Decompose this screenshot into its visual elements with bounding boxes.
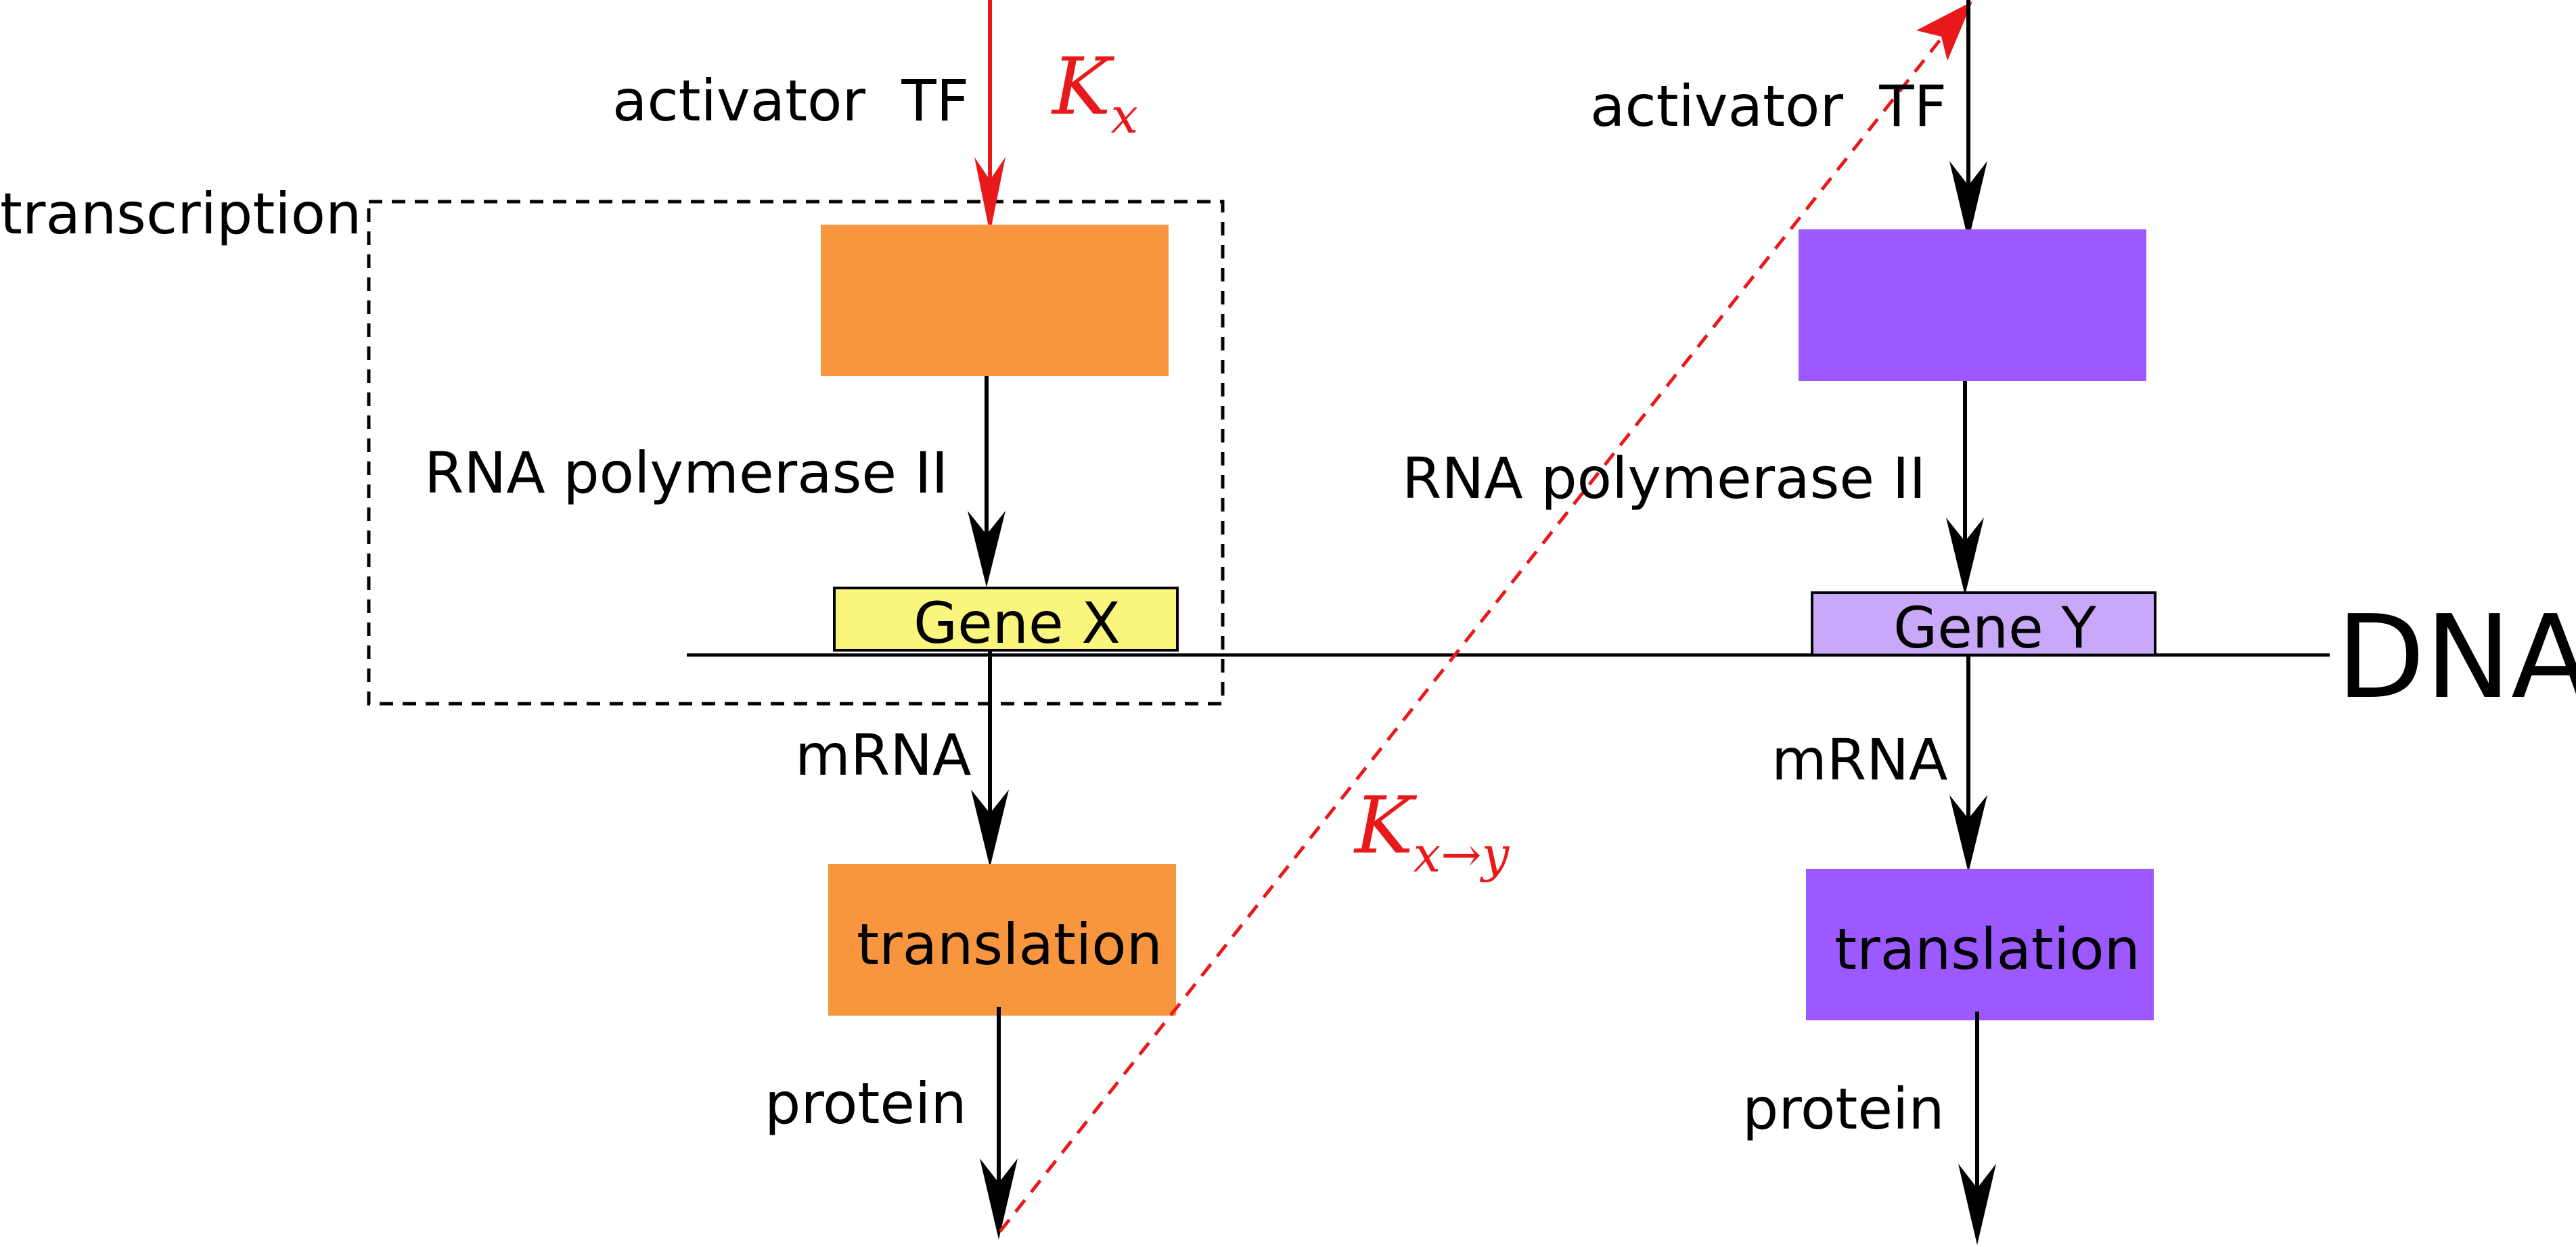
- cross-rate-sub: x→y: [1414, 826, 1510, 883]
- left-rna-polymerase-box: [821, 225, 1169, 376]
- right-rna-polymerase-box: [1799, 229, 2146, 381]
- left-polymerase-arrowhead: [968, 511, 1005, 587]
- gene-y-box: [1811, 591, 2156, 656]
- dna-label: DNA: [2336, 591, 2576, 725]
- left-protein-arrowhead: [980, 1158, 1018, 1240]
- left-protein-label: protein: [765, 1070, 967, 1137]
- transcription-label: transcription: [0, 181, 361, 247]
- cross-regulation-label: Kx→y: [1353, 780, 1510, 883]
- left-rate-label: Kx: [1051, 41, 1138, 144]
- left-translation-box: [828, 864, 1176, 1016]
- right-activator-arrowhead: [1949, 161, 1987, 241]
- right-protein-label: protein: [1742, 1076, 1945, 1142]
- right-protein-arrowhead: [1958, 1164, 1996, 1245]
- left-mrna-label: mRNA: [795, 722, 972, 788]
- cross-regulation-arrow: [999, 19, 1957, 1233]
- right-activator-label: activator TF: [1590, 73, 1947, 139]
- left-rate-sub: x: [1111, 87, 1139, 144]
- right-rna-polymerase-label: RNA polymerase II: [1402, 445, 1926, 512]
- left-translation-label: translation: [857, 911, 1162, 978]
- left-activator-arrowhead: [974, 157, 1005, 233]
- cross-rate-main: K: [1353, 780, 1418, 871]
- left-activator-label: activator TF: [612, 68, 969, 134]
- right-translation-label: translation: [1834, 916, 2140, 982]
- right-mrna-arrowhead: [1949, 795, 1987, 873]
- right-translation-box: [1806, 869, 2154, 1020]
- right-polymerase-arrowhead: [1946, 518, 1984, 595]
- gene-x-box: [833, 587, 1179, 652]
- left-rate-main: K: [1051, 41, 1115, 133]
- transcription-region: [367, 200, 1225, 706]
- right-mrna-label: mRNA: [1771, 727, 1948, 793]
- gene-y-label: Gene Y: [1893, 595, 2096, 661]
- gene-x-label: Gene X: [913, 590, 1121, 656]
- left-mrna-arrowhead: [971, 790, 1009, 867]
- cross-regulation-arrowhead: [1916, 1, 1972, 61]
- left-rna-polymerase-label: RNA polymerase II: [424, 440, 948, 506]
